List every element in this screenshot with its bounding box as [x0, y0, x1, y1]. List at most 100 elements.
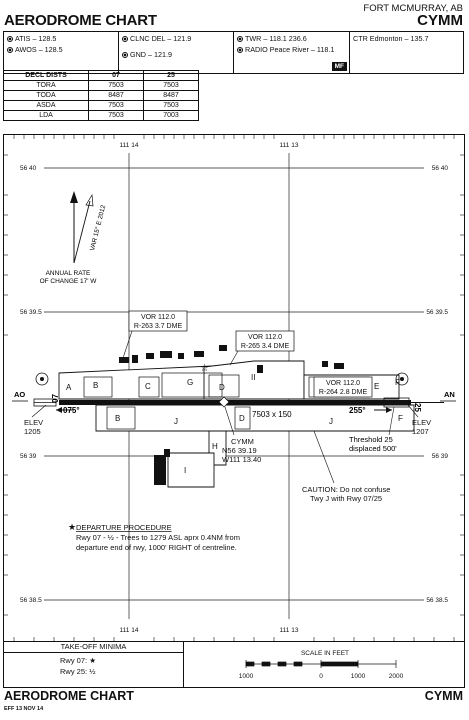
- radio-freq: RADIO Peace River – 118.1: [245, 45, 335, 54]
- scale-label-zero: 0: [319, 673, 323, 680]
- decl-val-25: 7503: [143, 100, 199, 111]
- lat-label-right-39: 56 39: [432, 453, 449, 460]
- building: [154, 455, 166, 485]
- lat-label-left-38-5: 56 38.5: [20, 597, 42, 604]
- decl-col-25: 25: [143, 70, 199, 81]
- lat-label-left-39-5: 56 39.5: [20, 309, 42, 316]
- vor-labels: VOR 112.0 R-263 3.7 DME VOR 112.0 R-265 …: [121, 310, 373, 398]
- buildings: [119, 345, 344, 485]
- threshold-leader: [388, 406, 395, 436]
- lon-label-top-right: 111 13: [280, 142, 299, 149]
- heading-25: 255°: [349, 406, 366, 415]
- elev-east-value: 1207: [412, 427, 429, 436]
- airport-ident: CYMM: [417, 12, 463, 29]
- building: [194, 351, 204, 357]
- north-arrow-icon: [70, 191, 78, 203]
- runway-07-25: 07 25: [33, 394, 444, 412]
- vor-c-line1: VOR 112.0: [326, 380, 360, 387]
- elevations: ELEV 1205 ELEV 1207: [24, 404, 431, 436]
- decl-val-25: 8487: [143, 90, 199, 101]
- approach-markers: AO AN: [12, 390, 456, 402]
- mf-badge: MF: [331, 62, 347, 71]
- wind-indicator-west-icon: [35, 372, 49, 386]
- departure-title: DEPARTURE PROCEDURE: [76, 523, 172, 532]
- decl-name: ASDA: [3, 100, 89, 111]
- table-row: LDA 7503 7003: [3, 110, 199, 121]
- scale-label-1000: 1000: [351, 673, 366, 680]
- arp-icon: [218, 396, 230, 408]
- graticule-labels: 111 14 111 13 111 14 111 13 56 40 56 39.…: [20, 142, 448, 634]
- atis-freq: ATIS – 128.5: [15, 34, 57, 43]
- building: [178, 353, 184, 359]
- runway-dimensions: 7503 x 150: [252, 410, 292, 419]
- caution-line1: CAUTION: Do not confuse: [302, 485, 390, 494]
- twr-freq: TWR – 118.1 236.6: [245, 34, 307, 43]
- vor-a-line1: VOR 112.0: [141, 314, 175, 321]
- building: [164, 449, 170, 457]
- taxiway-label-f-north: F: [395, 378, 400, 387]
- magnetic-variation: VAR 15° E 2012 ANNUAL RATE OF CHANGE 17'…: [40, 191, 107, 285]
- apron-i: [167, 452, 215, 488]
- vor-box-b: [235, 330, 295, 352]
- taxiway-label-b-north: B: [93, 381, 98, 390]
- awos-freq: AWOS – 128.5: [15, 45, 63, 54]
- taxiway-label-g: G: [187, 378, 193, 387]
- frequency-panel: ATIS – 128.5 AWOS – 128.5 CLNC DEL – 121…: [3, 31, 464, 74]
- decl-val-07: 7503: [88, 80, 144, 91]
- threshold-note-line2: displaced 500': [349, 444, 397, 453]
- building: [132, 355, 138, 363]
- freq-col-twr: TWR – 118.1 236.6 RADIO Peace River – 11…: [234, 32, 350, 73]
- caution-line2: Twy J with Rwy 07/25: [310, 494, 382, 503]
- lat-label-left-39: 56 39: [20, 453, 37, 460]
- lon-label-bottom-left: 111 14: [120, 627, 139, 634]
- caution-leader: [313, 430, 335, 484]
- vor-box-a: [128, 310, 188, 332]
- decl-val-25: 7503: [143, 80, 199, 91]
- block-g: [161, 372, 223, 398]
- arp-lon: W111 13.40: [222, 455, 261, 464]
- elev-east-leader: [407, 404, 419, 418]
- block-b-south: [106, 406, 136, 430]
- aerodrome-map[interactable]: 111 14 111 13 111 14 111 13 56 40 56 39.…: [3, 134, 465, 642]
- annual-rate-line2: OF CHANGE 17' W: [40, 278, 98, 285]
- bottom-panel: TAKE-OFF MINIMA Rwy 07: ★ Rwy 25: ½ SCAL…: [3, 642, 465, 688]
- taxiway-label-d-north: D: [219, 383, 225, 392]
- taxiway-label-ii: II: [251, 373, 255, 382]
- taxiway-label-c: C: [145, 382, 151, 391]
- beacon-icon: ☆: [200, 363, 209, 374]
- lat-label-right-39-5: 56 39.5: [426, 309, 448, 316]
- taxiway-label-d-south: D: [239, 414, 245, 423]
- annual-rate-line1: ANNUAL RATE: [46, 270, 91, 277]
- takeoff-minima-box: TAKE-OFF MINIMA Rwy 07: ★ Rwy 25: ½: [4, 642, 184, 688]
- vor-a-line2: R-263 3.7 DME: [134, 323, 183, 330]
- building: [146, 353, 154, 359]
- lat-label-left-40: 56 40: [20, 165, 37, 172]
- an-label: AN: [444, 390, 455, 399]
- taxiway-label-j: J: [174, 417, 178, 426]
- scale-segment: [261, 661, 271, 667]
- ctr-freq: CTR Edmonton – 135.7: [353, 34, 429, 43]
- effective-date: EFF 13 NOV 14: [4, 706, 44, 712]
- decl-val-07: 8487: [88, 90, 144, 101]
- decl-name: TORA: [3, 80, 89, 91]
- heading-25-arrow-icon: [386, 407, 392, 413]
- block-d-south: [234, 406, 251, 430]
- taxiway-label-h: H: [212, 442, 218, 451]
- scale-box: SCALE IN FEET 1000 0 1000 2000: [184, 642, 466, 688]
- variation-label: VAR 15° E 2012: [88, 204, 107, 252]
- vor-box-c: [313, 376, 373, 398]
- wind-indicator-east-dot: [400, 377, 404, 381]
- declared-distances-table: DECL DISTS 07 25 TORA 7503 7503 TODA 848…: [3, 70, 199, 121]
- takeoff-row-25: Rwy 25: ½: [4, 666, 183, 677]
- building: [322, 361, 328, 367]
- footer-ident: CYMM: [424, 689, 463, 703]
- takeoff-rwy25-value: ½: [89, 667, 96, 676]
- scale-bar-marks: [245, 660, 397, 668]
- building: [219, 345, 227, 351]
- takeoff-rwy25: Rwy 25:: [60, 667, 88, 676]
- vor-a-leader: [121, 330, 133, 362]
- runway-headings: 075° 255° 7503 x 150: [56, 406, 392, 419]
- lat-label-right-40: 56 40: [432, 165, 449, 172]
- radio-icon: [122, 36, 128, 42]
- building: [119, 357, 129, 363]
